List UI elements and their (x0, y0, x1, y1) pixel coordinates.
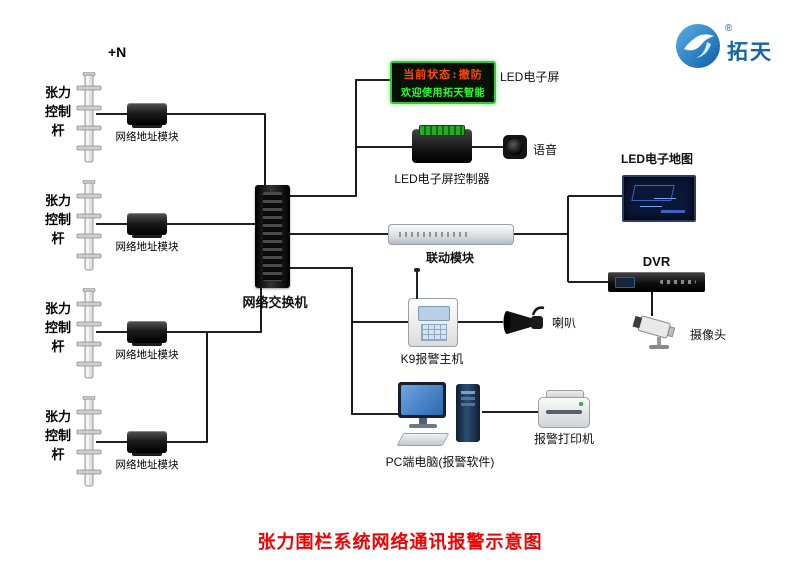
led-screen-icon: 当前状态:撤防 欢迎使用拓天智能 (390, 61, 496, 104)
brand-logo: ® 拓天 (674, 22, 790, 74)
pc-label: PC端电脑(报警软件) (385, 455, 495, 469)
network-address-module-icon (127, 431, 167, 456)
dvr-label: DVR (642, 254, 671, 269)
monitor-screen (401, 385, 443, 415)
led-screen-label: LED电子屏 (500, 70, 560, 84)
antenna-icon (414, 268, 420, 299)
printer-label: 报警打印机 (533, 432, 594, 446)
wire (167, 288, 262, 333)
k9-keypad (421, 324, 447, 341)
tension-pole-icon (76, 396, 102, 487)
voice-speaker-icon (503, 135, 527, 159)
led-screen-welcome-text: 欢迎使用拓天智能 (401, 88, 485, 99)
tension-pole-label: 张力控制杆 (44, 85, 71, 138)
horn-speaker-icon (503, 306, 545, 334)
wire (167, 113, 266, 186)
tension-pole-label: 张力控制杆 (44, 409, 71, 462)
network-address-module-label: 网络地址模块 (115, 349, 179, 361)
k9-alarm-host-icon (408, 268, 458, 347)
registered-mark: ® (725, 23, 733, 34)
diagram-title: 张力围栏系统网络通讯报警示意图 (257, 532, 543, 552)
switch-ports (263, 192, 282, 281)
network-address-module-label: 网络地址模块 (115, 459, 179, 471)
brand-logo-icon (676, 24, 720, 68)
monitor-stand (419, 418, 427, 424)
monitor-base (409, 424, 437, 428)
printer-paper-slot (546, 410, 582, 414)
led-screen-status-text: 当前状态:撤防 (403, 68, 483, 81)
led-screen-controller-label: LED电子屏控制器 (394, 172, 490, 186)
network-address-module-icon (127, 321, 167, 346)
k9-display-panel (418, 306, 450, 321)
led-map-label: LED电子地图 (620, 152, 693, 166)
n-annotation: +N (108, 44, 127, 60)
network-switch-icon (255, 185, 290, 288)
pc-tower-icon (456, 384, 480, 442)
camera-label: 摄像头 (690, 328, 727, 342)
printer-power-led (579, 402, 583, 406)
network-address-module-label: 网络地址模块 (115, 241, 179, 253)
linkage-module-label: 联动模块 (425, 251, 474, 265)
network-address-module-icon (127, 213, 167, 238)
pc-workstation-icon (396, 382, 482, 450)
wire (289, 79, 390, 197)
wire (167, 332, 208, 443)
led-map-icon (622, 175, 696, 222)
tension-pole-icon (76, 288, 102, 379)
k9-alarm-host-label: K9报警主机 (400, 352, 464, 366)
brand-name: 拓天 (727, 41, 773, 64)
voice-label: 语音 (533, 143, 558, 157)
led-screen-controller-icon (407, 125, 477, 163)
keyboard-icon (396, 433, 450, 446)
horn-label: 喇叭 (552, 316, 577, 330)
tension-pole-icon (76, 72, 102, 163)
tension-pole-label: 张力控制杆 (44, 301, 71, 354)
cctv-camera-icon (632, 315, 676, 349)
alarm-printer-icon (538, 390, 590, 428)
linkage-module-icon (388, 224, 514, 245)
network-address-module-label: 网络地址模块 (115, 131, 179, 143)
wire (289, 267, 398, 415)
tension-pole-label: 张力控制杆 (44, 193, 71, 246)
network-switch-label: 网络交换机 (242, 295, 308, 310)
dvr-icon (608, 272, 705, 292)
monitor-icon (398, 382, 446, 418)
network-address-module-icon (127, 103, 167, 128)
tension-pole-icon (76, 180, 102, 271)
